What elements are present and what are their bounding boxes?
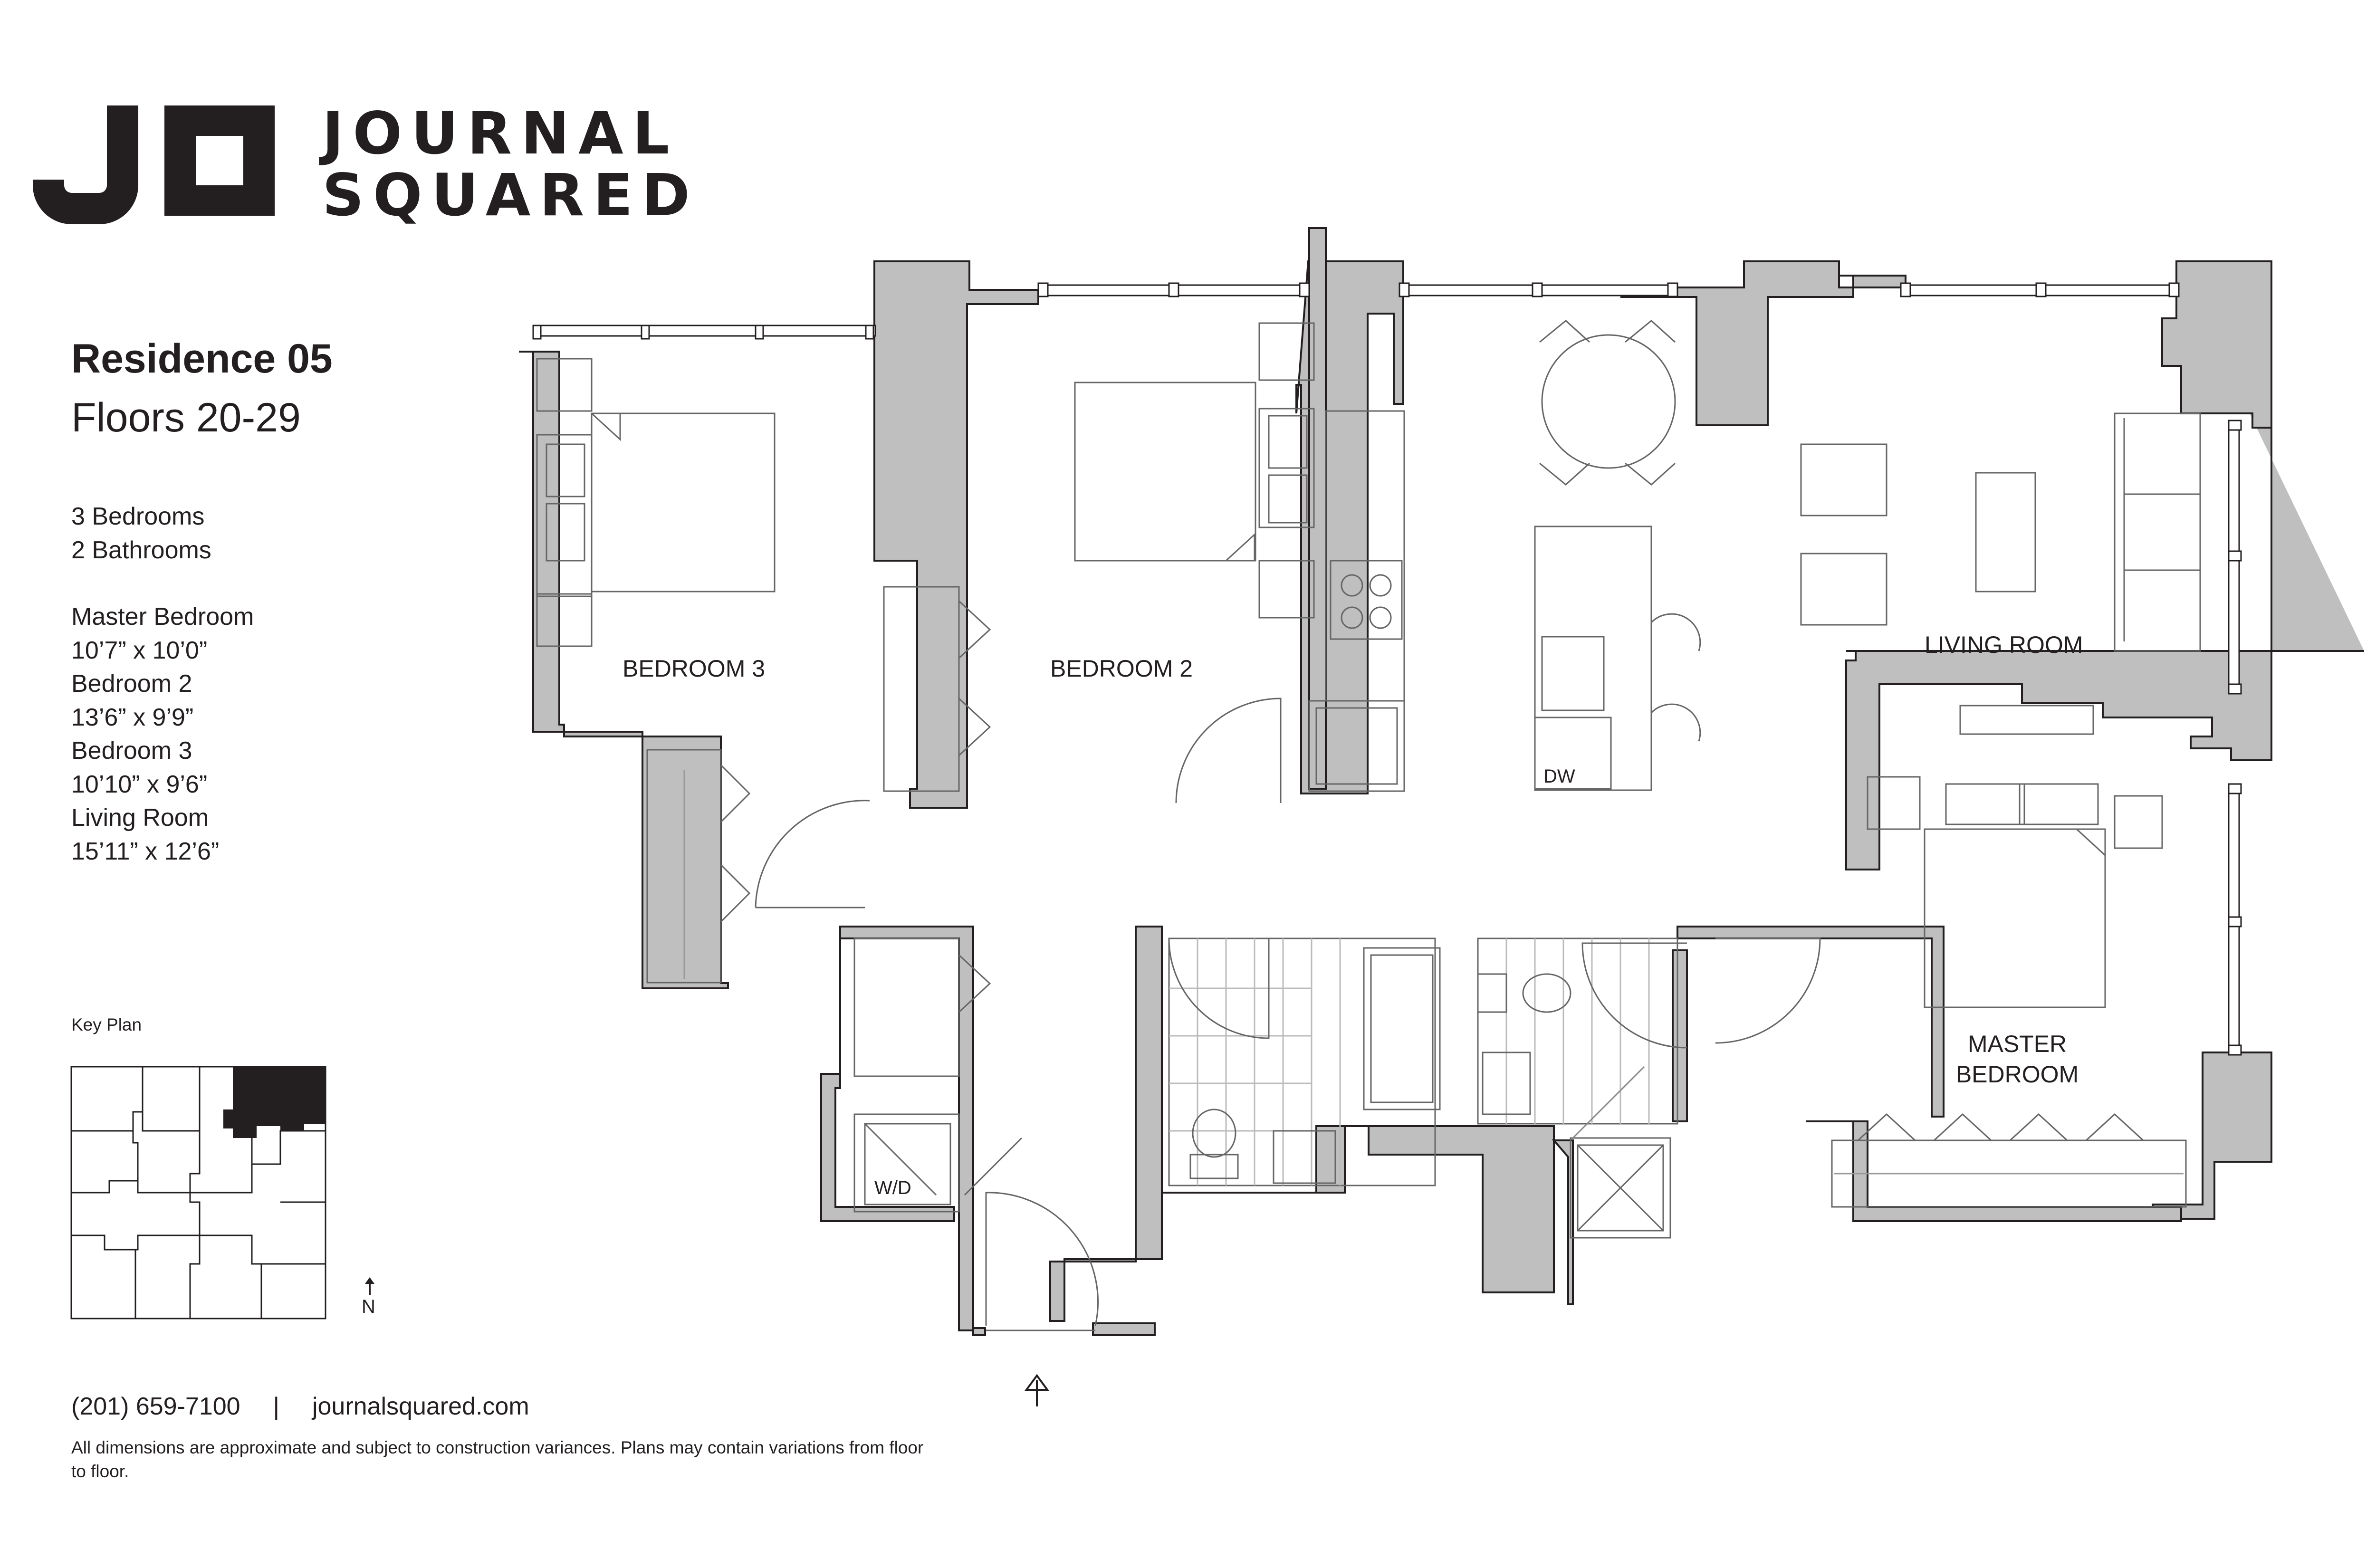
- north-arrow-icon: [365, 1277, 374, 1295]
- separator: |: [273, 1393, 280, 1420]
- master-bedroom-label-line2: BEDROOM: [1955, 1061, 2079, 1088]
- master-bedroom-label-line1: MASTER: [1967, 1031, 2067, 1057]
- brand-name-line1: JOURNAL: [322, 100, 679, 167]
- bedroom2-label: BEDROOM 2: [1050, 655, 1193, 682]
- jo-logo-mark: [33, 105, 275, 224]
- north-label: N: [362, 1296, 375, 1317]
- phone-number: (201) 659-7100: [71, 1393, 240, 1420]
- disclaimer: All dimensions are approximate and subje…: [71, 1438, 924, 1481]
- residence-title: Residence 05: [71, 336, 333, 382]
- key-plan-highlight: [223, 1067, 326, 1138]
- room-dimensions: 13’6” x 9’9”: [71, 703, 194, 731]
- contact-line: (201) 659-7100 | journalsquared.com: [71, 1392, 529, 1421]
- master-bedroom-label: MASTER BEDROOM: [1953, 1029, 2081, 1090]
- entry-arrow-icon: [1025, 1374, 1049, 1406]
- living-room-label: LIVING ROOM: [1925, 631, 2083, 658]
- room-dimensions: 15’11” x 12’6”: [71, 837, 220, 865]
- key-plan-title: Key Plan: [71, 1015, 142, 1034]
- room-dimensions: 10’10” x 9’6”: [71, 770, 208, 798]
- washer-dryer-label: W/D: [874, 1177, 911, 1198]
- room-dimensions: 10’7” x 10’0”: [71, 636, 208, 664]
- dishwasher-label: DW: [1543, 766, 1575, 787]
- website-link[interactable]: journalsquared.com: [312, 1393, 529, 1420]
- bathrooms-count: 2 Bathrooms: [71, 536, 211, 564]
- room-name: Living Room: [71, 804, 209, 832]
- room-name: Bedroom 3: [71, 737, 192, 765]
- spec-list: 3 Bedrooms 2 Bathrooms Master Bedroom 10…: [71, 500, 254, 868]
- walls: [519, 227, 2364, 1336]
- bedrooms-count: 3 Bedrooms: [71, 503, 205, 530]
- windows: [532, 282, 2242, 1056]
- room-name: Bedroom 2: [71, 670, 192, 698]
- residence-floors: Floors 20-29: [71, 395, 301, 440]
- furniture: [536, 320, 2201, 1331]
- bedroom3-label: BEDROOM 3: [623, 655, 766, 682]
- room-name: Master Bedroom: [71, 603, 254, 631]
- brand-name-line2: SQUARED: [322, 162, 699, 229]
